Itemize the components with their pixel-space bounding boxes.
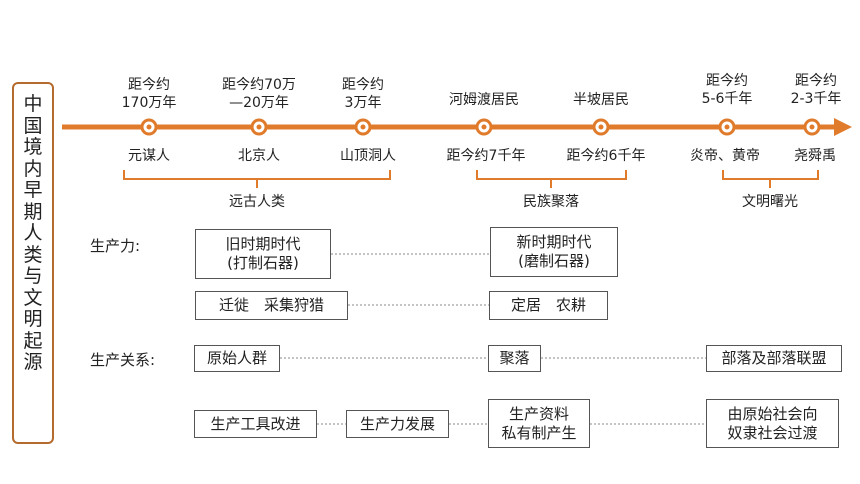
side-title-char: 起 bbox=[23, 329, 43, 352]
box-line: 旧时期时代 bbox=[225, 235, 301, 253]
timeline-nodes bbox=[140, 118, 821, 136]
timeline-bottom-label: 山顶洞人 bbox=[340, 148, 396, 164]
side-title-char: 明 bbox=[23, 308, 43, 330]
timeline-bottom-label: 尧舜禹 bbox=[794, 148, 836, 164]
top-label-line1: 河姆渡居民 bbox=[449, 92, 519, 108]
timeline-top-label: 距今约70万 —20万年 bbox=[209, 76, 309, 112]
timeline-bottom-label: 炎帝、黄帝 bbox=[690, 148, 760, 164]
group-label-settlement: 民族聚落 bbox=[523, 194, 579, 210]
box-line: (磨制石器) bbox=[518, 252, 590, 270]
productivity-development-box: 生产力发展 bbox=[346, 410, 449, 438]
side-title-char: 期 bbox=[23, 200, 43, 223]
side-title-char: 文 bbox=[23, 286, 43, 309]
box-line: 生产资料 bbox=[508, 404, 569, 423]
settle-farm-box: 定居 农耕 bbox=[489, 291, 608, 320]
side-title-char: 早 bbox=[23, 179, 43, 201]
top-label-line1: 距今约 bbox=[706, 73, 748, 89]
top-label-line2: 2-3千年 bbox=[790, 91, 842, 107]
timeline-arrowhead bbox=[834, 118, 852, 136]
bracket-ancient bbox=[123, 170, 391, 188]
box-line: 新时期时代 bbox=[516, 233, 592, 251]
box-line: 私有制产生 bbox=[501, 423, 577, 442]
side-title-char: 类 bbox=[23, 243, 43, 266]
settlement-box: 聚落 bbox=[488, 345, 541, 372]
side-title-char: 人 bbox=[23, 222, 43, 244]
timeline-bottom-label: 北京人 bbox=[238, 148, 280, 164]
top-label-line2: 5-6千年 bbox=[701, 91, 753, 107]
side-title-char: 源 bbox=[23, 351, 43, 373]
timeline-top-label: 距今约 2-3千年 bbox=[780, 72, 852, 108]
top-label-line2: 170万年 bbox=[121, 95, 177, 111]
timeline-bottom-label: 元谋人 bbox=[128, 148, 170, 164]
tool-improvement-box: 生产工具改进 bbox=[194, 410, 317, 438]
side-title-char: 境 bbox=[23, 136, 43, 158]
top-label-line2: 3万年 bbox=[344, 95, 382, 111]
new-stone-age-box: 新时期时代 (磨制石器) bbox=[490, 227, 618, 277]
timeline-node-dots bbox=[146, 124, 815, 130]
side-title-char: 中 bbox=[23, 93, 43, 115]
top-label-line1: 半坡居民 bbox=[573, 92, 629, 108]
group-label-civilization: 文明曙光 bbox=[742, 194, 798, 210]
society-transition-box: 由原始社会向 奴隶社会过渡 bbox=[706, 399, 839, 448]
box-line: 由原始社会向 bbox=[727, 404, 818, 423]
top-label-line1: 距今约 bbox=[342, 77, 384, 93]
top-label-line1: 距今约 bbox=[795, 73, 837, 89]
productivity-label: 生产力: bbox=[90, 237, 141, 255]
migrate-gather-box: 迁徙 采集狩猎 bbox=[195, 291, 348, 320]
side-title-char: 国 bbox=[23, 114, 43, 137]
timeline-top-label: 半坡居民 bbox=[556, 91, 646, 109]
primitive-group-box: 原始人群 bbox=[194, 345, 280, 372]
private-ownership-box: 生产资料 私有制产生 bbox=[488, 399, 590, 448]
timeline-bottom-label: 距今约7千年 bbox=[446, 148, 526, 164]
relations-label: 生产关系: bbox=[90, 351, 156, 369]
bracket-settlement bbox=[476, 170, 627, 188]
timeline-top-label: 距今约 170万年 bbox=[109, 76, 189, 112]
timeline-top-label: 距今约 3万年 bbox=[328, 76, 398, 112]
old-stone-age-box: 旧时期时代 (打制石器) bbox=[195, 229, 331, 279]
timeline-bottom-label: 距今约6千年 bbox=[566, 148, 646, 164]
box-line: 奴隶社会过渡 bbox=[727, 423, 818, 442]
timeline-top-label: 距今约 5-6千年 bbox=[692, 72, 762, 108]
top-label-line1: 距今约70万 bbox=[222, 77, 296, 93]
top-label-line2: —20万年 bbox=[229, 95, 289, 111]
top-label-line1: 距今约 bbox=[128, 77, 170, 93]
bracket-civilization bbox=[722, 170, 819, 188]
box-line: (打制石器) bbox=[227, 254, 299, 272]
side-title-char: 与 bbox=[23, 265, 43, 287]
side-title-box: 中 国 境 内 早 期 人 类 与 文 明 起 源 bbox=[12, 82, 54, 444]
group-label-ancient: 远古人类 bbox=[229, 194, 285, 210]
side-title-char: 内 bbox=[23, 157, 43, 180]
timeline-top-label: 河姆渡居民 bbox=[434, 91, 534, 109]
tribe-alliance-box: 部落及部落联盟 bbox=[706, 345, 842, 372]
